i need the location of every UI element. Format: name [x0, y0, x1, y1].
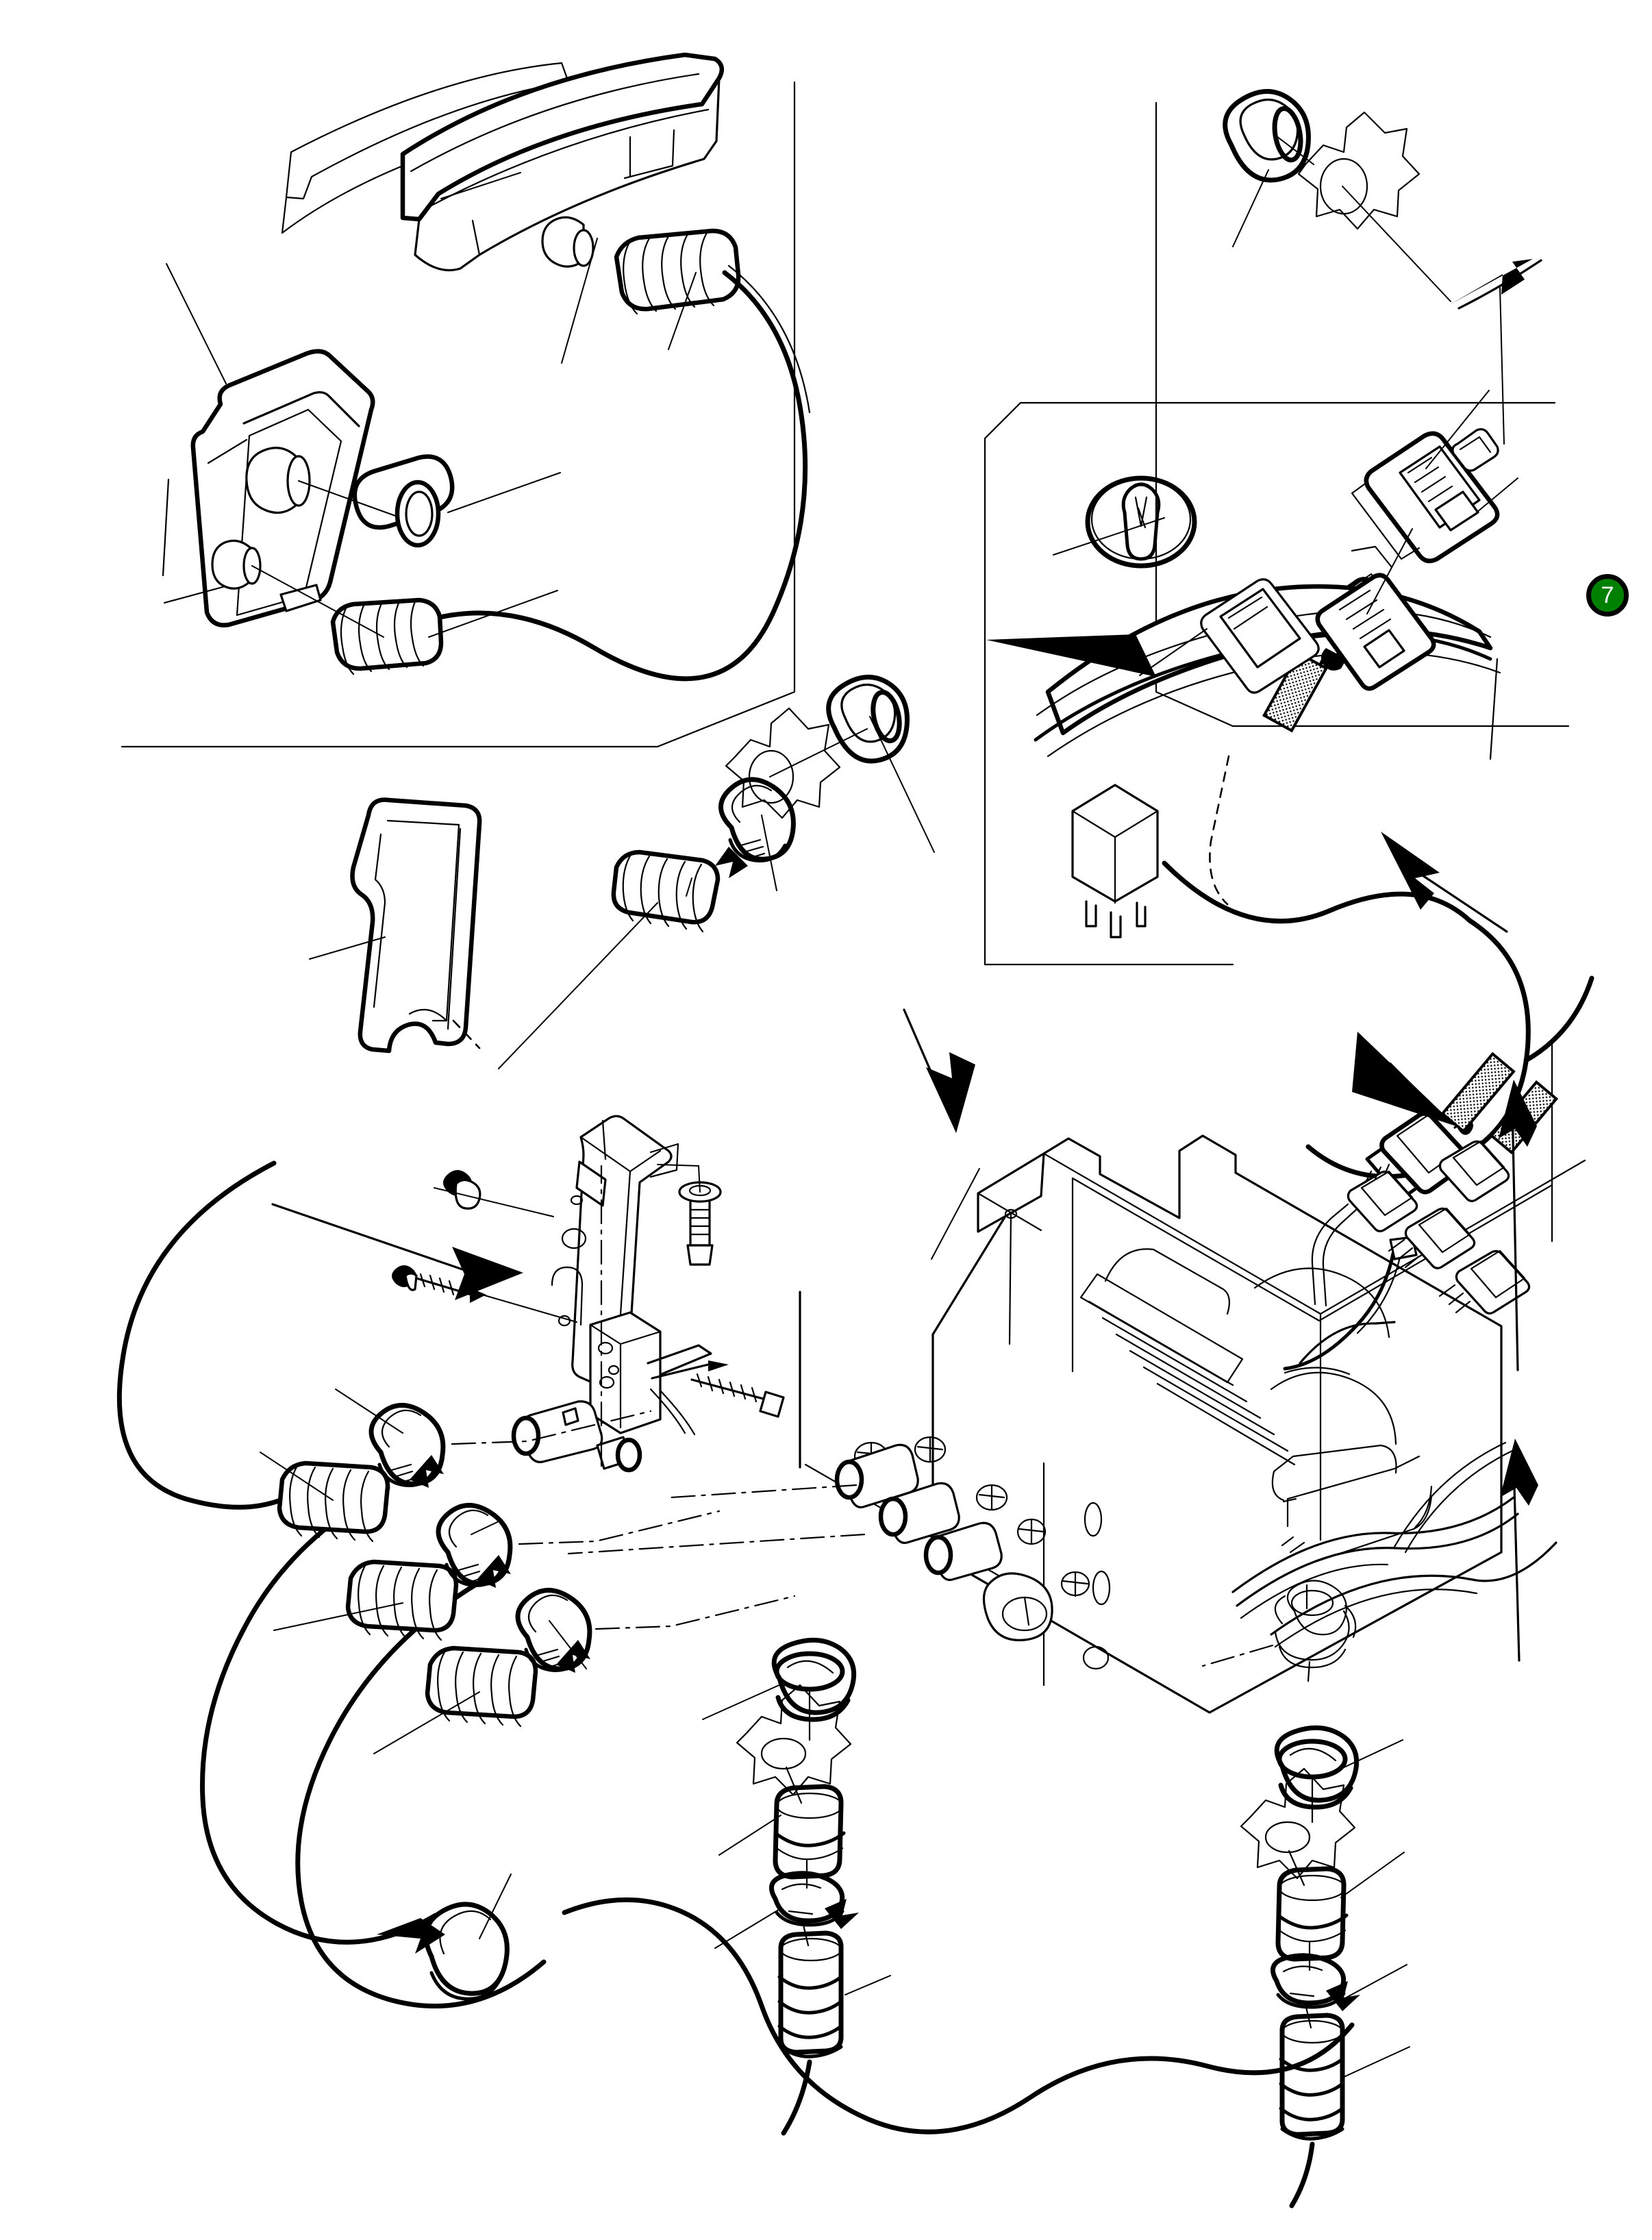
harness-leader-arrow	[1352, 1032, 1456, 1126]
hose-set-leader-lines	[260, 1389, 796, 1754]
star-flange-gasket-mid	[725, 707, 841, 819]
callout-arrow-right-lower	[1500, 1439, 1538, 1662]
insulation-seal-panel	[350, 797, 482, 1054]
spiral-hose-protector-a	[277, 1460, 390, 1543]
bottom-right-stack-leaders	[1340, 1739, 1410, 2078]
air-duct-trim-panel	[281, 52, 725, 272]
spiral-hose-protector-b	[345, 1559, 459, 1641]
star-flange-gasket-top-right	[1297, 111, 1421, 230]
water-control-valve	[511, 1165, 785, 1473]
detail-frame-upper-right	[1155, 101, 1570, 727]
switch-inset-leader-lines	[986, 287, 1518, 906]
detail-frame-switch-inset	[984, 401, 1556, 966]
callout-arrow-bracket	[271, 1203, 523, 1300]
worm-drive-clamp-c	[515, 1588, 592, 1673]
bottom-right-stack	[1240, 1725, 1360, 2141]
hex-bolt-washer	[657, 1164, 722, 1266]
heater-unit-mount-flange	[567, 1168, 1012, 1555]
panel-rocker-switch-fitted	[1315, 573, 1436, 691]
leader-lines-upper-left	[166, 172, 697, 638]
panel-grommet-top-right	[1223, 89, 1311, 183]
worm-drive-clamp-b	[436, 1503, 513, 1588]
worm-drive-clamp-mid	[715, 777, 796, 878]
callout-arrow-heater-unit	[903, 1008, 975, 1133]
air-outlet-duct	[1271, 1444, 1433, 1563]
heater-core-housing	[162, 349, 375, 627]
spiral-hose-protector-mid	[611, 849, 721, 933]
page-number-badge: 7	[1586, 574, 1629, 617]
page-number-text: 7	[1601, 582, 1614, 608]
callout-arrow-upper-right	[1451, 259, 1542, 310]
wiring-harness-main	[1231, 1441, 1557, 1648]
switch-cap	[1451, 428, 1499, 472]
harness-connector-2	[1311, 1163, 1418, 1307]
bracket-screw-upper	[434, 1170, 554, 1217]
rocker-switch	[1351, 431, 1500, 569]
coolant-hose-loop-left	[404, 264, 811, 682]
blank-switch-plate	[1200, 578, 1320, 694]
hose-run-left	[116, 1160, 1355, 2135]
rubber-bushing-grommet	[352, 454, 455, 548]
heater-unit-ports	[834, 1443, 1053, 1641]
hose-tails	[781, 2059, 1315, 2208]
panel-grommet-mid	[826, 675, 910, 764]
bracket-screw-lower	[392, 1265, 577, 1323]
spiral-hose-protector-c	[425, 1645, 538, 1728]
bulb-detail-circle	[1085, 475, 1197, 569]
harness-connector-3	[1388, 1207, 1476, 1269]
stepped-bushing-right	[1201, 1580, 1357, 1682]
harness-connector-5	[1438, 1249, 1531, 1315]
mid-leader-lines	[309, 716, 935, 1069]
spiral-hose-protector-upper	[614, 228, 741, 315]
callout-arrow-switch-panel	[1381, 832, 1508, 933]
relay-cube	[1071, 784, 1159, 938]
bottom-center-stack-leaders	[702, 1683, 891, 1995]
heater-unit-core-fins	[1079, 1248, 1296, 1466]
heater-unit-box	[799, 1041, 1586, 1714]
callout-arrow-harness	[1499, 1080, 1537, 1371]
worm-drive-clamp-bottom-left	[377, 1874, 512, 2001]
bottom-center-stack	[736, 1637, 859, 2058]
duct-nipple	[541, 216, 595, 268]
spiral-hose-protector-lower	[330, 597, 444, 675]
leader-lines-upper-right	[1232, 134, 1451, 302]
